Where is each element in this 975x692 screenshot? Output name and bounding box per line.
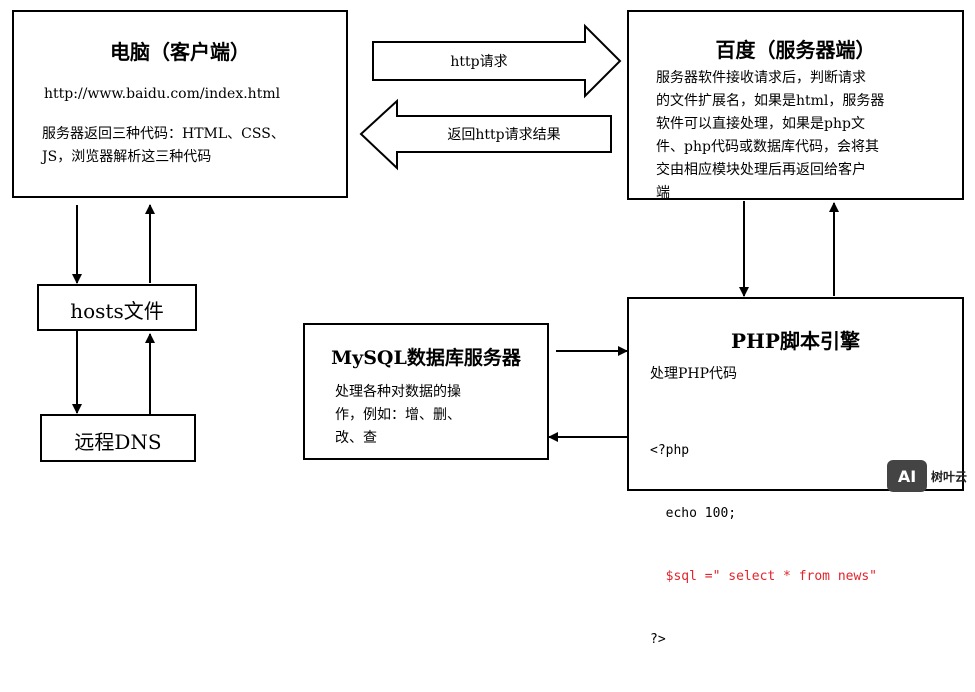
client-box: 电脑（客户端） http://www.baidu.com/index.html … bbox=[12, 10, 348, 198]
php-code-sql-line: $sql =" select * from news" bbox=[650, 569, 877, 584]
http-response-label: 返回http请求结果 bbox=[447, 127, 561, 143]
mysql-title: MySQL数据库服务器 bbox=[331, 347, 521, 369]
server-desc-line: 件、php代码或数据库代码，会将其 bbox=[656, 139, 879, 155]
server-desc-line: 交由相应模块处理后再返回给客户 bbox=[656, 162, 866, 178]
server-desc-line: 软件可以直接处理，如果是php文 bbox=[656, 116, 865, 132]
mysql-desc-line: 处理各种对数据的操 bbox=[335, 384, 461, 400]
mysql-desc: 处理各种对数据的操 作，例如：增、删、 改、查 bbox=[335, 381, 461, 450]
mysql-box: MySQL数据库服务器 处理各种对数据的操 作，例如：增、删、 改、查 bbox=[303, 323, 549, 460]
php-box: PHP脚本引擎 处理PHP代码 <?php echo 100; $sql =" … bbox=[627, 297, 964, 647]
server-desc-line: 的文件扩展名，如果是html，服务器 bbox=[656, 93, 885, 109]
client-url: http://www.baidu.com/index.html bbox=[44, 86, 281, 102]
hosts-label: hosts文件 bbox=[70, 299, 164, 323]
http-response-arrow bbox=[359, 98, 612, 171]
diagram-arrows bbox=[72, 23, 839, 442]
mysql-desc-line: 作，例如：增、删、 bbox=[335, 407, 461, 423]
server-desc-line: 端 bbox=[656, 185, 670, 201]
mysql-desc-line: 改、查 bbox=[335, 430, 377, 446]
server-title: 百度（服务器端） bbox=[715, 38, 876, 62]
dns-box: 远程DNS bbox=[40, 414, 196, 462]
http-request-label: http请求 bbox=[450, 54, 508, 70]
http-request-arrow bbox=[372, 23, 622, 99]
watermark-logo: AI bbox=[886, 460, 927, 492]
hosts-box: hosts文件 bbox=[37, 284, 197, 331]
php-code-line: <?php bbox=[650, 443, 690, 458]
php-subtitle: 处理PHP代码 bbox=[650, 366, 738, 382]
php-code: <?php echo 100; $sql =" select * from ne… bbox=[650, 398, 877, 692]
server-box: 百度（服务器端） 服务器软件接收请求后，判断请求 的文件扩展名，如果是html，… bbox=[627, 10, 964, 201]
client-title: 电脑（客户端） bbox=[110, 40, 250, 64]
server-desc: 服务器软件接收请求后，判断请求 的文件扩展名，如果是html，服务器 软件可以直… bbox=[656, 67, 884, 205]
php-code-line: ?> bbox=[650, 632, 666, 647]
client-desc-line2: JS，浏览器解析这三种代码 bbox=[42, 149, 212, 165]
watermark-name: 树叶云 bbox=[930, 469, 967, 484]
php-title: PHP脚本引擎 bbox=[731, 329, 860, 353]
watermark: AI 树叶云 bbox=[886, 460, 967, 492]
server-desc-line: 服务器软件接收请求后，判断请求 bbox=[656, 70, 866, 86]
client-desc-line1: 服务器返回三种代码：HTML、CSS、 bbox=[42, 126, 285, 142]
php-code-line: echo 100; bbox=[650, 506, 737, 521]
dns-label: 远程DNS bbox=[74, 430, 162, 454]
